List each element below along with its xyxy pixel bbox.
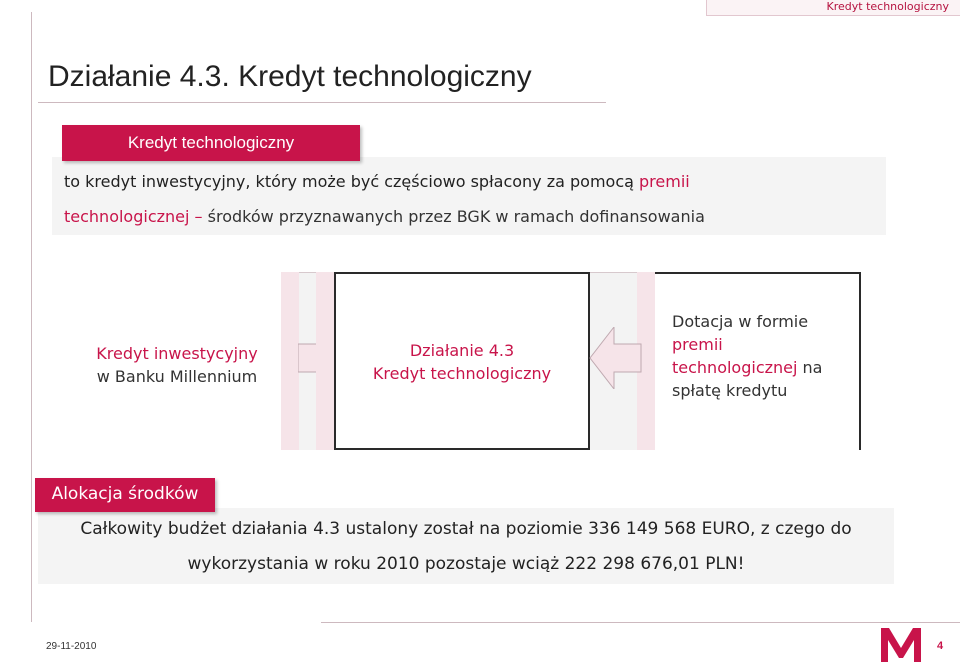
definition-line-2-text: środków przyznawanych przez BGK w ramach…	[207, 207, 705, 226]
footer-rule	[321, 622, 960, 623]
flow-box-2-line-2: Kredyt technologiczny	[372, 364, 552, 383]
flow-box-3-line-2: premii	[672, 335, 723, 354]
definition-line-1-accent: premii	[639, 172, 690, 191]
title-underline	[38, 102, 606, 103]
definition-line-2: technologicznej – środków przyznawanych …	[64, 207, 705, 226]
flow-box-3-line-1: Dotacja w formie	[672, 312, 809, 331]
footer-date: 29-11-2010	[46, 641, 97, 652]
flow-box-investment-credit	[73, 272, 281, 450]
flow-box-1-line-1: Kredyt inwestycyjny	[96, 344, 258, 363]
flow-box-1-stripe	[281, 272, 299, 450]
flow-box-2-stripe	[316, 272, 334, 450]
header-tab: Kredyt technologiczny	[706, 0, 960, 16]
arrow-left-icon	[589, 327, 642, 389]
definition-panel	[52, 157, 886, 235]
page-number: 4	[937, 640, 944, 652]
page-title: Działanie 4.3. Kredyt technologiczny	[48, 60, 532, 93]
flow-box-3-text: Dotacja w formie premii technologicznej …	[672, 310, 858, 402]
flow-box-2-text: Działanie 4.3 Kredyt technologiczny	[336, 339, 588, 385]
flow-box-action-4-3	[334, 272, 590, 450]
millennium-m-logo-icon	[877, 624, 925, 664]
header-tab-label: Kredyt technologiczny	[826, 0, 950, 13]
allocation-label: Alokacja środków	[51, 484, 199, 504]
definition-line-1-text: to kredyt inwestycyjny, który może być c…	[64, 172, 640, 191]
flow-box-1-line-2: w Banku Millennium	[96, 367, 258, 386]
allocation-line-1: Całkowity budżet działania 4.3 ustalony …	[80, 519, 852, 539]
allocation-line-2: wykorzystania w roku 2010 pozostaje wcią…	[187, 554, 745, 574]
flow-box-3-line-3-accent: technologicznej	[672, 358, 798, 377]
left-vertical-rule	[31, 12, 32, 622]
flow-box-2-line-1: Działanie 4.3	[409, 341, 515, 360]
definition-label-box: Kredyt technologiczny	[62, 125, 360, 161]
flow-box-3-stripe	[637, 272, 655, 450]
flow-box-3-line-3: technologicznej na	[672, 356, 858, 379]
definition-line-1: to kredyt inwestycyjny, który może być c…	[64, 172, 690, 191]
allocation-label-box: Alokacja środków	[35, 478, 215, 512]
definition-label: Kredyt technologiczny	[127, 133, 295, 152]
flow-box-3-line-4: spłatę kredytu	[672, 381, 788, 400]
allocation-panel	[38, 508, 894, 584]
flow-box-grant	[655, 272, 861, 450]
flow-box-1-text: Kredyt inwestycyjny w Banku Millennium	[73, 342, 281, 388]
definition-line-2-accent: technologicznej –	[64, 207, 208, 226]
flow-box-3-line-3-text: na	[797, 358, 823, 377]
